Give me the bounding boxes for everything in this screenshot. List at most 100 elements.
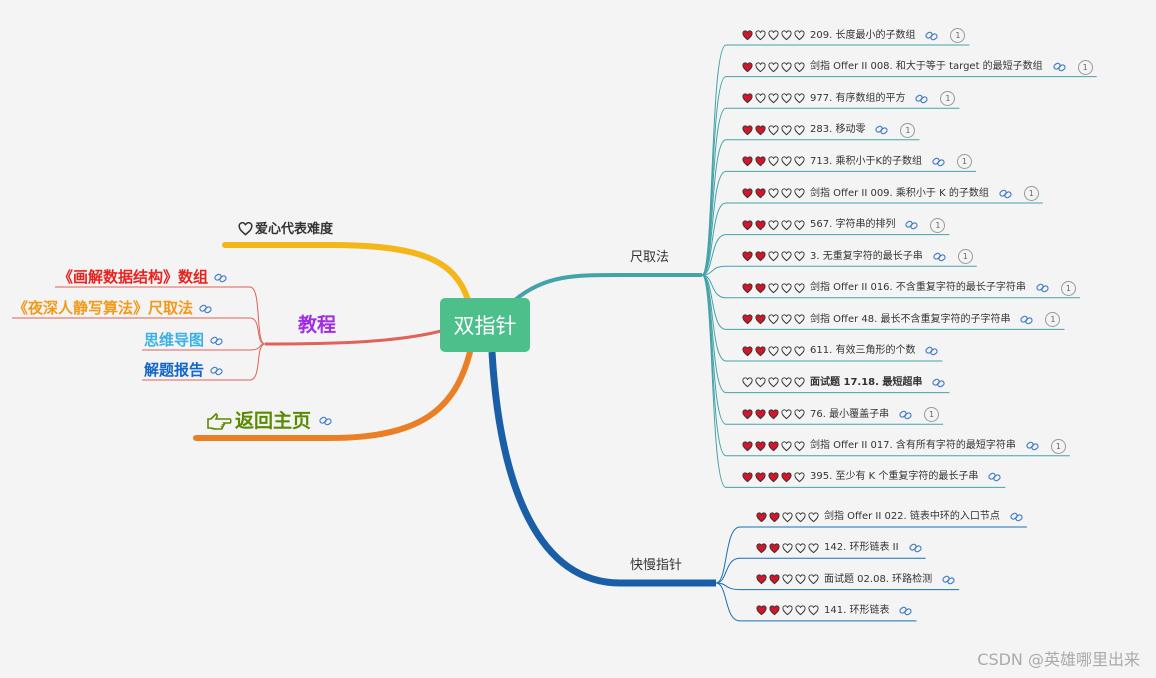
difficulty-hearts bbox=[742, 314, 805, 325]
leaf-problem[interactable]: 剑指 Offer II 017. 含有所有字符的最短字符串 1 bbox=[742, 438, 1066, 454]
branch-home-curve bbox=[193, 349, 473, 441]
note-count-badge[interactable]: 1 bbox=[957, 249, 973, 265]
heart-filled-icon bbox=[755, 251, 766, 262]
heart-filled-icon bbox=[742, 220, 753, 230]
tutorial-link-window[interactable]: 《夜深人静写算法》尺取法 bbox=[13, 301, 212, 316]
heart-filled-icon bbox=[755, 283, 766, 294]
leaf-connector bbox=[701, 202, 1043, 276]
difficulty-hearts bbox=[742, 220, 805, 231]
leaf-problem-title: 209. 长度最小的子数组 bbox=[810, 29, 916, 41]
link-icon bbox=[899, 606, 913, 616]
link-icon bbox=[1020, 315, 1034, 325]
heart-outline-icon bbox=[795, 511, 806, 522]
leaf-problem[interactable]: 剑指 Offer II 022. 链表中环的入口节点 bbox=[756, 510, 1023, 524]
note-count-badge[interactable]: 1 bbox=[1077, 59, 1093, 75]
note-count-badge[interactable]: 1 bbox=[1045, 312, 1061, 328]
heart-outline-icon bbox=[238, 222, 253, 236]
note-count-badge[interactable]: 1 bbox=[1023, 186, 1039, 201]
leaf-problem[interactable]: 209. 长度最小的子数组 1 bbox=[742, 28, 966, 43]
heart-filled-icon bbox=[769, 543, 780, 554]
heart-outline-icon bbox=[781, 377, 792, 388]
central-topic[interactable]: 双指针 bbox=[440, 298, 530, 352]
note-count-badge[interactable]: 1 bbox=[1050, 438, 1066, 454]
link-icon bbox=[199, 304, 212, 313]
difficulty-hearts bbox=[742, 409, 805, 420]
leaf-problem[interactable]: 面试题 17.18. 最短超串 bbox=[742, 376, 946, 390]
leaf-problem-title: 剑指 Offer II 009. 乘积小于 K 的子数组 bbox=[810, 187, 989, 199]
link-icon bbox=[1036, 284, 1049, 293]
branch-sliding-window-label[interactable]: 尺取法 bbox=[630, 250, 670, 265]
note-count-badge[interactable]: 1 bbox=[950, 28, 966, 43]
heart-filled-icon bbox=[755, 188, 766, 199]
leaf-connector bbox=[701, 170, 977, 276]
leaf-problem[interactable]: 395. 至少有 K 个重复字符的最长子串 bbox=[742, 470, 1001, 484]
note-count-badge[interactable]: 1 bbox=[940, 91, 956, 107]
heart-outline-icon bbox=[794, 345, 805, 356]
leaf-problem-title: 141. 环形链表 bbox=[824, 604, 890, 616]
heart-outline-icon bbox=[781, 30, 792, 41]
heart-outline-icon bbox=[768, 188, 779, 199]
heart-outline-icon bbox=[795, 543, 806, 554]
heart-outline-icon bbox=[768, 125, 779, 136]
heart-filled-icon bbox=[755, 441, 766, 452]
leaf-connector bbox=[701, 234, 950, 276]
heart-filled-icon bbox=[742, 345, 753, 356]
leaf-connector bbox=[701, 274, 1080, 299]
link-icon bbox=[1010, 512, 1023, 522]
leaf-problem[interactable]: 剑指 Offer II 016. 不含重复字符的最长子字符串 1 bbox=[742, 280, 1076, 296]
leaf-problem[interactable]: 611. 有效三角形的个数 bbox=[742, 344, 939, 358]
heart-filled-icon bbox=[742, 188, 753, 199]
link-icon bbox=[942, 575, 955, 584]
heart-outline-icon bbox=[768, 93, 779, 104]
heart-filled-icon bbox=[755, 220, 766, 230]
heart-outline-icon bbox=[755, 93, 766, 104]
heart-outline-icon bbox=[781, 345, 792, 356]
heart-filled-icon bbox=[755, 472, 766, 483]
pointing-hand-icon bbox=[207, 413, 232, 430]
note-count-badge[interactable]: 1 bbox=[930, 217, 946, 233]
leaf-problem-title: 面试题 02.08. 环路检测 bbox=[824, 573, 933, 585]
leaf-problem[interactable]: 713. 乘积小于K的子数组 1 bbox=[742, 154, 973, 170]
leaf-problem-title: 剑指 Offer II 017. 含有所有字符的最短字符串 bbox=[810, 440, 1016, 452]
tutorial-link-array[interactable]: 《画解数据结构》数组 bbox=[58, 270, 227, 285]
note-count-badge[interactable]: 1 bbox=[957, 154, 973, 170]
tutorial-link-window-label: 《夜深人静写算法》尺取法 bbox=[13, 299, 194, 317]
link-icon bbox=[210, 336, 223, 345]
note-count-badge[interactable]: 1 bbox=[924, 407, 940, 423]
note-count-badge[interactable]: 1 bbox=[900, 122, 916, 138]
leaf-connector bbox=[701, 274, 1065, 330]
note-count-badge[interactable]: 1 bbox=[1060, 280, 1076, 296]
leaf-problem[interactable]: 141. 环形链表 bbox=[756, 604, 913, 618]
tutorial-link-mindmap-label: 思维导图 bbox=[144, 331, 205, 349]
link-icon bbox=[999, 189, 1012, 198]
tutorial-link-mindmap[interactable]: 思维导图 bbox=[144, 333, 223, 348]
leaf-problem[interactable]: 142. 环形链表 II bbox=[756, 541, 922, 555]
home-link[interactable]: 返回主页 bbox=[206, 411, 332, 431]
leaf-connector bbox=[701, 139, 920, 276]
tutorial-link-report[interactable]: 解题报告 bbox=[144, 363, 223, 378]
leaf-problem[interactable]: 面试题 02.08. 环路检测 bbox=[756, 573, 955, 587]
heart-outline-icon bbox=[794, 251, 805, 262]
difficulty-hearts bbox=[742, 188, 805, 199]
leaf-problem-title: 剑指 Offer II 016. 不含重复字符的最长子字符串 bbox=[810, 282, 1026, 294]
heart-outline-icon bbox=[781, 409, 792, 420]
heart-outline-icon bbox=[794, 220, 805, 230]
heart-outline-icon bbox=[781, 441, 792, 452]
link-icon bbox=[932, 378, 946, 387]
link-icon bbox=[875, 126, 889, 135]
heart-outline-icon bbox=[755, 30, 766, 41]
leaf-problem-title: 713. 乘积小于K的子数组 bbox=[810, 155, 923, 167]
leaf-connector bbox=[701, 265, 977, 276]
tutorial-label[interactable]: 教程 bbox=[298, 314, 337, 336]
heart-outline-icon bbox=[782, 574, 793, 585]
leaf-problem[interactable]: 剑指 Offer II 009. 乘积小于 K 的子数组 1 bbox=[742, 186, 1039, 201]
branch-fast-slow-label[interactable]: 快慢指针 bbox=[630, 558, 683, 573]
tutorial-connectors bbox=[12, 286, 266, 381]
